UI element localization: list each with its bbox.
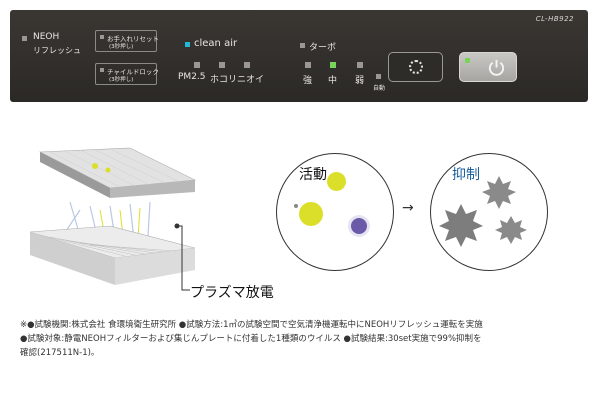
dust-label: ホコリ (210, 75, 238, 85)
test-footnote: ※●試験機関:株式会社 食環境衛生研究所 ●試験方法:1㎥の試験空間で空気清浄機… (20, 318, 585, 360)
virus-suppressed (439, 204, 483, 247)
pm25-led (194, 62, 200, 68)
neoh-sublabel: リフレッシュ (33, 46, 81, 55)
virus-active (327, 172, 346, 191)
odor-label: ニオイ (237, 75, 265, 85)
fan-weak-led (357, 62, 363, 68)
virus-dot (92, 163, 98, 169)
virus-active (299, 202, 323, 226)
filter-front-side (110, 180, 195, 198)
collector-plate-left (30, 232, 115, 285)
power-icon (488, 59, 505, 76)
fan-strong-label: 強 (303, 76, 313, 86)
auto-label: 自動 (373, 85, 386, 92)
neoh-indicator (22, 36, 27, 41)
lock-indicator (100, 68, 104, 72)
odor-led (244, 62, 250, 68)
filter-left-side (40, 152, 110, 198)
clean-air-label: clean air (194, 38, 238, 49)
collector-grid (39, 234, 176, 257)
auto-cycle-icon (409, 60, 423, 74)
pm25-label: PM2.5 (178, 72, 206, 82)
control-panel: CL-HB922 NEOH リフレッシュ お手入れリセット (3秒押し) チャイ… (10, 10, 588, 102)
maintenance-reset-button[interactable]: お手入れリセット (3秒押し) (95, 30, 159, 52)
collector-plate-front (115, 248, 195, 285)
virus-dot (105, 167, 111, 173)
suppressed-label: 抑制 (452, 167, 480, 183)
auto-mode-button[interactable] (388, 52, 443, 82)
footnote-line-3: 確認(217511N-1)。 (20, 348, 100, 358)
model-number: CL-HB922 (535, 15, 574, 23)
virus-suppressed (495, 216, 527, 244)
auto-led (376, 74, 381, 79)
active-virus-circle (276, 153, 394, 271)
reset-hint: (3秒押し) (109, 44, 134, 50)
lock-label: チャイルドロック (107, 68, 159, 76)
footnote-line-2: ●試験対象:静電NEOHフィルターおよび集じんプレートに付着した1種類のウイルス… (20, 334, 482, 344)
suppressed-virus-circle (430, 153, 548, 271)
fan-medium-label: 中 (328, 76, 338, 86)
virus-purple (351, 218, 367, 234)
filter-pleats (49, 148, 181, 188)
arrow-right-icon: → (402, 200, 414, 216)
virus-suppressed (482, 176, 516, 209)
fan-medium-led (330, 62, 336, 68)
motion-mark (294, 204, 298, 208)
lock-hint: (3秒押し) (109, 77, 134, 83)
suppressed-viruses (439, 176, 527, 247)
clean-air-indicator (185, 42, 190, 47)
reset-label: お手入れリセット (107, 35, 159, 43)
child-lock-button[interactable]: チャイルドロック (3秒押し) (95, 63, 159, 85)
turbo-indicator (300, 43, 305, 48)
neoh-label: NEOH (33, 32, 60, 42)
power-button[interactable] (459, 52, 517, 82)
active-label: 活動 (299, 167, 327, 183)
fan-weak-label: 弱 (355, 76, 365, 86)
reset-indicator (100, 35, 104, 39)
leader-line (177, 225, 190, 291)
plasma-discharge-label: プラズマ放電 (190, 285, 274, 301)
power-led (465, 58, 470, 63)
dust-led (219, 62, 225, 68)
filter-illustration (29, 147, 197, 291)
fan-strong-led (305, 62, 311, 68)
footnote-line-1: ※●試験機関:株式会社 食環境衛生研究所 ●試験方法:1㎥の試験空間で空気清浄機… (20, 320, 483, 330)
turbo-label: ターボ (309, 43, 337, 53)
